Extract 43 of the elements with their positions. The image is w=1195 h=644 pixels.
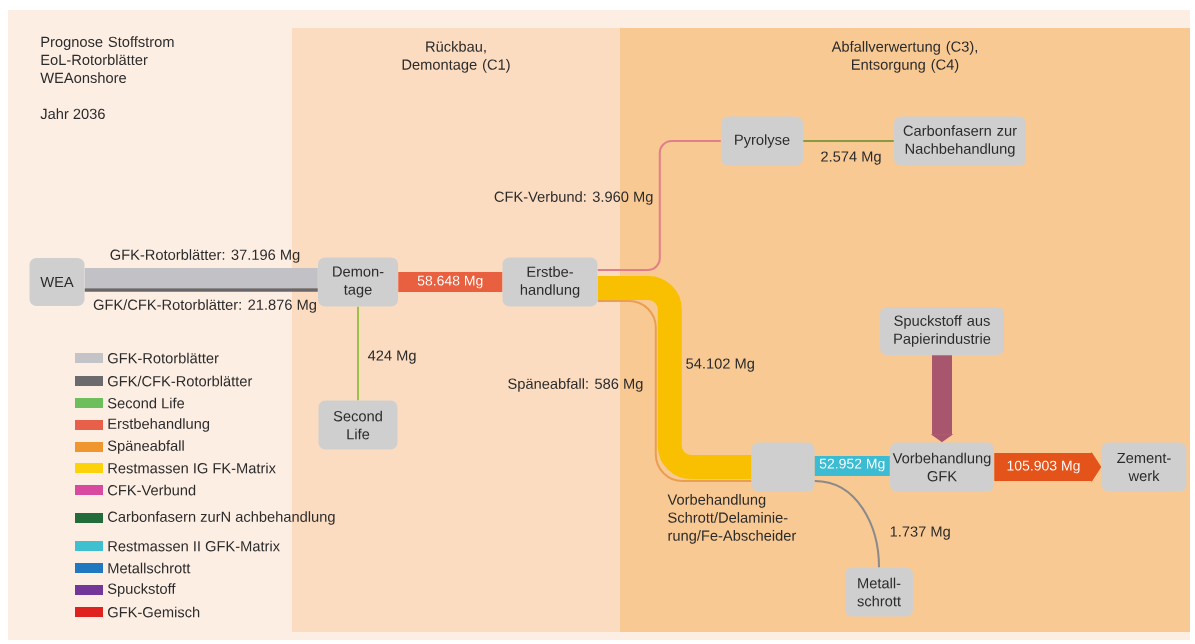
legend-label: Erstbehandlung (108, 418, 210, 432)
edge-label: 2.574 Mg (821, 151, 881, 165)
edge-label: Späneabfall: 586 Mg (508, 378, 643, 392)
legend-label: GFK-Gemisch (108, 606, 200, 618)
edge-label: 58.648 Mg (415, 274, 485, 290)
legend-label: Second Life (107, 397, 185, 409)
edge-label: 105.903 Mg (1005, 459, 1082, 475)
note-text: Jahr 2036 (40, 108, 105, 120)
edge-label: CFK-Verbund: 3.960 Mg (494, 191, 653, 205)
legend-label: Restmassen II GFK-Matrix (108, 540, 280, 552)
process-box: Vorbehandlung GFK (890, 442, 994, 492)
flow-band (596, 140, 722, 271)
edge-label: GFK-Rotorblätter: 37.196 Mg (110, 249, 300, 263)
edge-label: GFK/CFK-Rotorblätter: 21.876 Mg (93, 299, 316, 313)
flow-band (84, 268, 318, 288)
edge-label: 424 Mg (367, 350, 416, 364)
edge-label: 52.952 Mg (817, 457, 887, 473)
process-box: Pyrolyse (721, 116, 803, 166)
flow-band (357, 305, 359, 402)
process-box: Metall- schrott (845, 567, 913, 617)
flow-band (398, 272, 503, 292)
flow-band (802, 140, 895, 142)
process-box: WEA (29, 258, 85, 306)
legend-label: GFK/CFK-Rotorblätter (108, 375, 253, 387)
legend-label: Metallschrott (108, 562, 191, 574)
edge-label: 54.102 Mg (686, 358, 754, 372)
legend-label: Carbonfasern zurN achbehandlung (108, 511, 335, 525)
legend-label: Restmassen IG FK-Matrix (108, 462, 276, 474)
flow-band (813, 480, 880, 569)
edge-label: 1.737 Mg (890, 526, 950, 540)
legend-label: Späneabfall (107, 440, 184, 454)
title: Prognose Stoffstrom EoL-Rotorblätter WEAonshore (40, 36, 174, 84)
legend-label: CFK-Verbund (108, 484, 196, 496)
process-box: Demon- tage (318, 257, 398, 307)
process-box: Second Life (318, 400, 398, 450)
process-box: Zement- werk (1101, 442, 1187, 492)
legend-label: GFK-Rotorblätter (108, 352, 219, 364)
flow-band (84, 288, 318, 292)
process-box: Spuckstoff aus Papierindustrie (880, 307, 1004, 355)
legend-label: Spuckstoff (107, 583, 176, 597)
process-box: Carbonfasern zur Nachbehandlung (894, 116, 1026, 166)
process-box: Erstbe- handlung (502, 257, 598, 307)
node-caption: Vorbehandlung Schrott/Delaminie- rung/Fe-Abscheider (667, 494, 797, 544)
